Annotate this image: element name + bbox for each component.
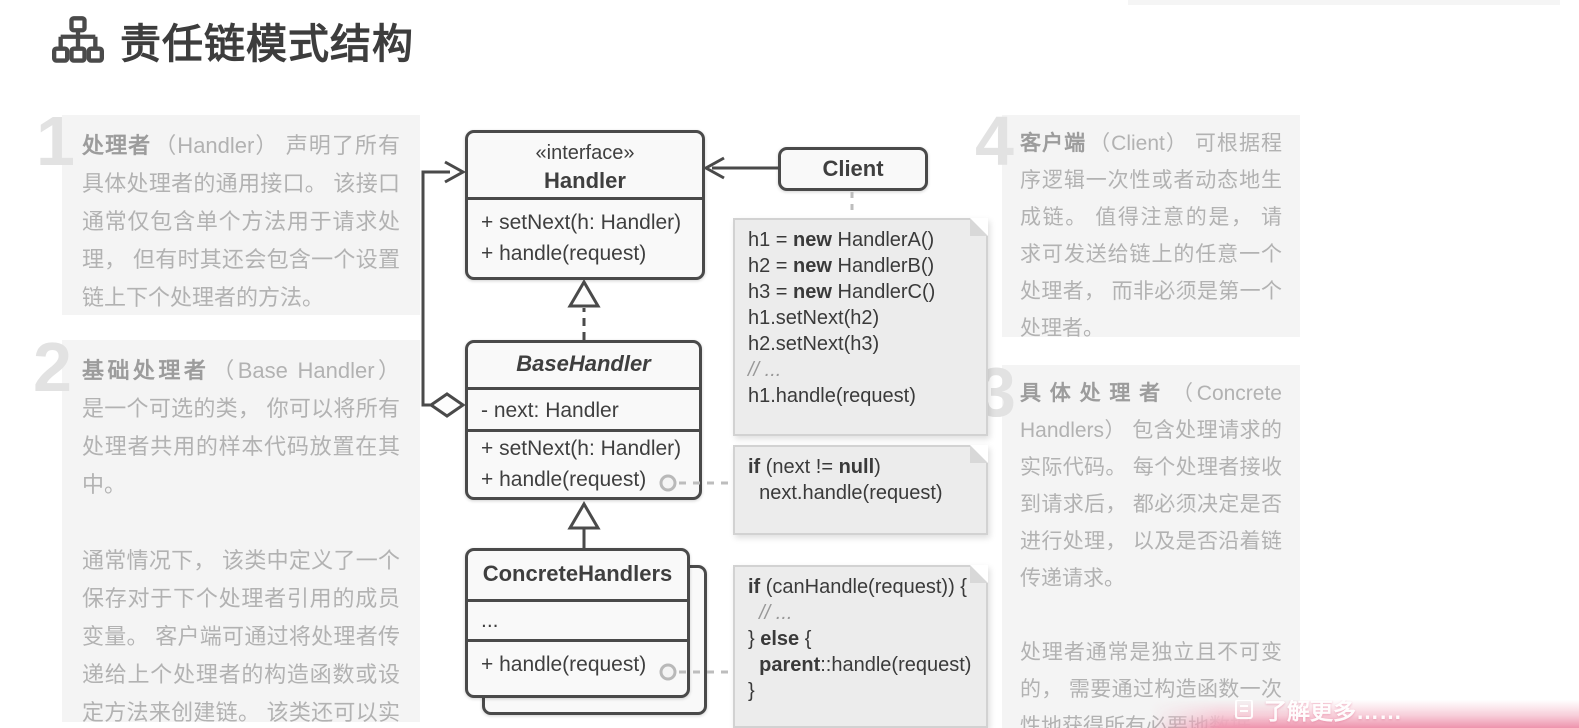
uml-methods-section: + setNext(h: Handler) + handle(request) (468, 197, 702, 276)
aggregation-diamond (428, 392, 466, 418)
step-number-2: 2 (33, 328, 72, 406)
code-line: } (748, 680, 755, 702)
uml-stereotype: «interface» (535, 142, 635, 164)
code-line: h1.handle(request) (748, 385, 916, 407)
code-line: next.handle(request) (748, 482, 943, 504)
code-line: h2.setNext(h3) (748, 333, 880, 355)
uml-class-name: Client (822, 156, 884, 181)
uml-member: + handle(request) (481, 242, 647, 265)
explanation-text: （Handler） 声明了所有具体处理者的通用接口。 该接口通常仅包含单个方法用… (82, 133, 400, 310)
uml-class-base-handler: BaseHandler - next: Handler + setNext(h:… (465, 340, 702, 500)
uml-member: + setNext(h: Handler) (481, 437, 682, 460)
code-line: h2 = new HandlerB() (748, 255, 935, 277)
explanation-text: （Client） 可根据程序逻辑一次性或者动态地生成链。 值得注意的是， 请求可… (1020, 132, 1282, 340)
term-base-handler: 基础处理者 (82, 358, 210, 383)
uml-class-header: «interface» Handler (468, 133, 702, 197)
code-note-client: h1 = new HandlerA() h2 = new HandlerB() h3… (733, 218, 988, 436)
code-line: if (canHandle(request)) { (748, 576, 967, 598)
code-line: parent::handle(request) (759, 654, 972, 676)
step-number-4: 4 (975, 102, 1014, 180)
code-note-base-handler: if (next != null) next.handle(request) (733, 445, 988, 535)
uml-class-concrete-handlers: ConcreteHandlers ... + handle(request) (465, 548, 690, 698)
page-title: 责任链模式结构 (120, 21, 414, 67)
explanation-paragraph: 客户端（Client） 可根据程序逻辑一次性或者动态地生成链。 值得注意的是， … (1020, 125, 1282, 347)
explanation-text: 处理者通常是独立且不可变的， 需要通过构造函数一次性地获得所有必要地数据。 (1020, 641, 1282, 728)
code-line: h1.setNext(h2) (748, 307, 880, 329)
term-concrete-handlers: 具体处理者 (1020, 382, 1169, 405)
uml-class-name: Handler (544, 168, 626, 193)
uml-class-handler-interface: «interface» Handler + setNext(h: Handler… (465, 130, 705, 280)
code-line: h3 = new HandlerC() (748, 281, 936, 303)
uml-member: + setNext(h: Handler) (481, 211, 682, 234)
uml-methods-section: + handle(request) (468, 639, 687, 689)
aggregation-arrowhead (444, 160, 467, 184)
sitemap-icon (52, 16, 104, 63)
uml-member: + handle(request) (481, 468, 647, 491)
learn-more-banner[interactable]: 了解更多…… (1150, 698, 1579, 728)
step-number-1: 1 (36, 102, 75, 180)
explanation-text: （Base Handler） 是一个可选的类， 你可以将所有处理者共用的样本代码… (82, 358, 400, 497)
uml-class-client: Client (778, 147, 928, 191)
explanation-text: （Concrete Handlers） 包含处理请求的实际代码。 每个处理者接收… (1020, 382, 1282, 590)
explanation-block-handler: 处理者（Handler） 声明了所有具体处理者的通用接口。 该接口通常仅包含单个… (62, 115, 420, 315)
uml-member: - next: Handler (481, 399, 619, 422)
realization-triangle (567, 279, 601, 308)
book-icon (1235, 699, 1253, 719)
term-client: 客户端 (1020, 132, 1087, 155)
code-line: h1 = new HandlerA() (748, 229, 935, 251)
code-line: // ... (759, 602, 793, 624)
uml-methods-section: + setNext(h: Handler) + handle(request) (468, 429, 699, 491)
explanation-block-base-handler: 基础处理者（Base Handler） 是一个可选的类， 你可以将所有处理者共用… (62, 340, 420, 725)
explanation-block-client: 客户端（Client） 可根据程序逻辑一次性或者动态地生成链。 值得注意的是， … (1002, 115, 1300, 340)
aggregation-line (421, 170, 450, 407)
uml-class-name: ConcreteHandlers (482, 561, 673, 586)
association-arrowhead (702, 156, 725, 180)
uml-fields-section: ... (468, 599, 687, 639)
learn-more-label: 了解更多…… (1264, 698, 1402, 724)
explanation-text: 通常情况下， 该类中定义了一个保存对于下个处理者引用的成员变量。 客户端可通过将… (82, 548, 400, 725)
explanation-paragraph: 具体处理者（Concrete Handlers） 包含处理请求的实际代码。 每个… (1020, 375, 1282, 597)
learn-more-content: 了解更多…… (1150, 692, 1402, 728)
code-line: } else { (748, 628, 812, 650)
explanation-paragraph: 基础处理者（Base Handler） 是一个可选的类， 你可以将所有处理者共用… (82, 352, 400, 504)
uml-class-name: BaseHandler (516, 351, 651, 376)
code-note-concrete-handler: if (canHandle(request)) { // ... } else {… (733, 565, 988, 728)
uml-member: + handle(request) (481, 653, 647, 676)
explanation-paragraph: 处理者（Handler） 声明了所有具体处理者的通用接口。 该接口通常仅包含单个… (82, 127, 400, 317)
top-progress-strip (1128, 0, 1560, 5)
explanation-block-concrete-handlers: 具体处理者（Concrete Handlers） 包含处理请求的实际代码。 每个… (1002, 365, 1300, 728)
code-line: if (next != null) (748, 456, 881, 478)
inheritance-triangle (567, 501, 601, 530)
term-handler: 处理者 (82, 133, 152, 158)
code-line: // ... (748, 359, 782, 381)
uml-fields-section: - next: Handler (468, 387, 699, 429)
page-header: 责任链模式结构 (52, 10, 414, 70)
uml-member: ... (481, 609, 499, 632)
